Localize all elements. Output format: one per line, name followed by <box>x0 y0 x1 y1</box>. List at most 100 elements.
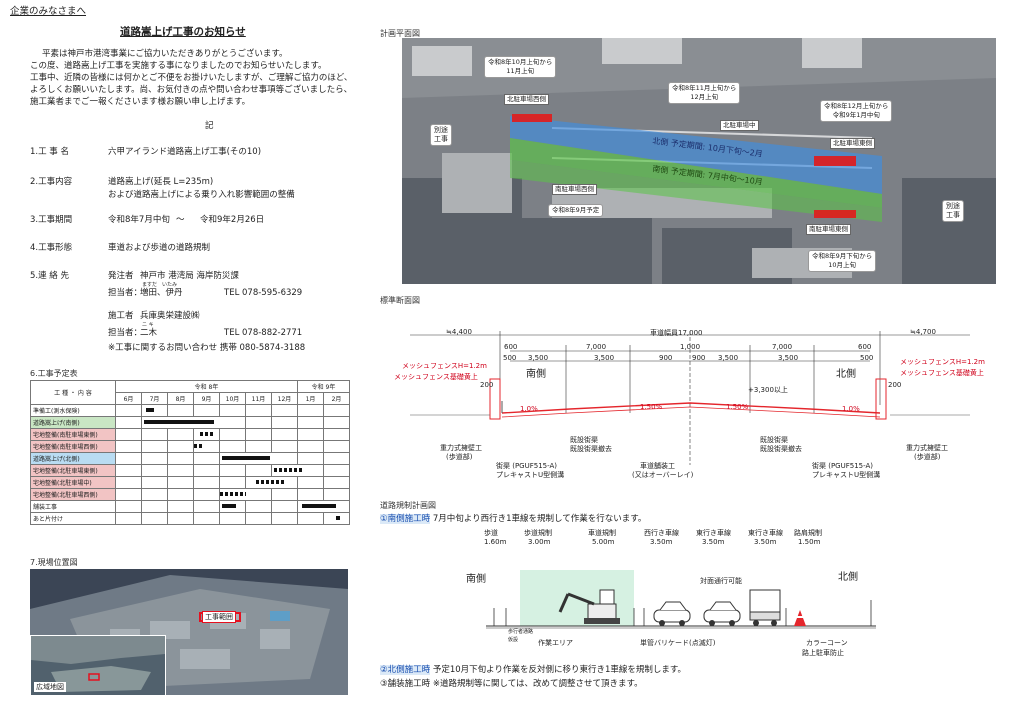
reg-step2: ②北側施工時 予定10月下旬より作業を反対側に移り東行き1車線を規制します。 <box>380 664 686 676</box>
reg-col-name: 車道規制 <box>588 529 616 537</box>
section-dim: 3,500 <box>718 354 739 362</box>
reg-barricade: 単管バリケード(点滅灯) <box>640 639 716 647</box>
reg-col-width: 3.50m <box>754 538 777 546</box>
schedule-row-label: 準備工(測水保険) <box>30 404 116 417</box>
plan-label-d: 令和8年9月予定 <box>548 204 604 217</box>
item-period-label: 3.工事期間 <box>30 215 73 225</box>
ki-label: 記 <box>205 121 214 131</box>
wide-map-label: 広域地図 <box>34 682 66 692</box>
slope-3: 1.50% <box>726 403 749 411</box>
section-north: 北側 <box>836 369 856 380</box>
reg-col-name: 歩道規制 <box>524 529 552 537</box>
plan-separate-left: 別途 工事 <box>430 124 452 146</box>
reg-traffic: 対面通行可能 <box>700 577 742 585</box>
schedule-month: 1月 <box>297 392 324 405</box>
section-dim: 900 <box>692 354 706 362</box>
schedule-table-wrap: 工 種 ・ 内 容 令和 8年 令和 9年 6月 7月 8月 9月 10月 11… <box>30 380 350 525</box>
wall-left-1: 重力式擁壁工 <box>440 444 482 452</box>
person-value-2: 二木 <box>140 328 158 338</box>
section-dim: 1,000 <box>680 343 701 351</box>
reg-col-name: 西行き車線 <box>644 529 679 537</box>
gutter-right-2: プレキャストU型側溝 <box>812 471 881 479</box>
wall-right-1: 重力式擁壁工 <box>906 444 948 452</box>
schedule-month: 6月 <box>115 392 142 405</box>
person-ruby-2: ニ キ <box>142 322 154 328</box>
schedule-col-header: 工 種 ・ 内 容 <box>30 380 116 405</box>
section-dim: 200 <box>888 381 902 389</box>
reg-side-b: 仮設 <box>508 637 519 643</box>
schedule-bar <box>274 468 304 472</box>
pave-1: 車道舗装工 <box>640 462 675 470</box>
reg-col-name: 東行き車線 <box>696 529 731 537</box>
item-content-value2: および道路嵩上げによる乗り入れ影響範囲の整備 <box>108 190 295 200</box>
item-content-value1: 道路嵩上げ(延長 L=235m) <box>108 177 214 187</box>
schedule-month: 2月 <box>323 392 350 405</box>
schedule-month: 7月 <box>141 392 168 405</box>
curb-left-2: 既設街渠撤去 <box>570 445 612 453</box>
section-drawing: 車道幅員17,000 ≒4,400 ≒4,700 7,000 1,000 7,0… <box>380 305 996 495</box>
reg-diagram: 南側 北側 対面通行可能 作業エリア 単管バリケード(点滅灯) カラーコーン 路… <box>466 550 886 660</box>
section-dim: 3,500 <box>778 354 799 362</box>
reg-north: 北側 <box>838 572 858 583</box>
plan-north-mid: 北駐車場中 <box>720 120 759 131</box>
reg-title: 道路規制計画図 <box>380 501 436 510</box>
fence-base-right: メッシュフェンス基礎黄上 <box>900 369 984 377</box>
reg-work-area: 作業エリア <box>538 639 573 647</box>
tel-2: TEL 078-882-2771 <box>224 328 303 338</box>
reg-south: 南側 <box>466 574 486 585</box>
schedule-month: 8月 <box>167 392 194 405</box>
plan-aerial-svg <box>402 38 996 284</box>
schedule-row-label: 宅地整備(北駐車場西側) <box>30 488 116 501</box>
site-range-label: 工事範囲 <box>202 611 236 623</box>
schedule-bar <box>146 408 154 412</box>
site-title: 7.現場位置図 <box>30 558 78 567</box>
person-label-2: 担当者： <box>108 328 143 338</box>
plan-label-b: 令和8年11月上旬から 12月上旬 <box>668 82 741 104</box>
header-link[interactable]: 企業のみなさまへ <box>10 6 87 17</box>
reg-col-name: 東行き車線 <box>748 529 783 537</box>
person-value-1: 増田、伊丹 <box>140 288 183 298</box>
plan-south-west: 南駐車場西側 <box>552 184 597 195</box>
section-width-total: 車道幅員17,000 <box>650 329 703 337</box>
schedule-month: 11月 <box>245 392 272 405</box>
reg-cone2: 路上駐車防止 <box>802 649 844 657</box>
reg-col-width: 1.60m <box>484 538 507 546</box>
item-form-label: 4.工事形態 <box>30 243 73 253</box>
section-title: 標準断面図 <box>380 296 420 305</box>
inquiry-text: ※工事に関するお問い合わせ 携帯 080-5874-3188 <box>108 343 306 353</box>
section-dim: 3,500 <box>594 354 615 362</box>
intro-line: よろしくお願いいたします。尚、お気付きの点や問い合わせ事項等ございましたら、 <box>30 85 353 95</box>
schedule-bar <box>222 504 236 508</box>
wide-map-inset: 広域地図 <box>30 635 166 695</box>
schedule-month: 10月 <box>219 392 246 405</box>
schedule-year-2: 令和 9年 <box>297 380 350 393</box>
plan-south-east: 南駐車場東側 <box>806 224 851 235</box>
slope-2: 1.50% <box>640 403 663 411</box>
slope-4: 1.0% <box>842 405 860 413</box>
schedule-bar <box>302 504 336 508</box>
reg-col-name: 歩道 <box>484 529 498 537</box>
reg-step3: ③舗装施工時 ※道路規制等に関しては、改めて調整させて頂きます。 <box>380 678 643 690</box>
gutter-left-2: プレキャストU型側溝 <box>496 471 565 479</box>
reg-diagram-svg <box>486 570 876 629</box>
schedule-bar <box>200 432 214 436</box>
schedule-bar <box>194 444 204 448</box>
page-title: 道路嵩上げ工事のお知らせ <box>120 26 246 38</box>
person-label-1: 担当者： <box>108 288 143 298</box>
section-dim: 7,000 <box>586 343 607 351</box>
section-dim: 200 <box>480 381 494 389</box>
tel-1: TEL 078-595-6329 <box>224 288 303 298</box>
reg-col-width: 3.50m <box>650 538 673 546</box>
schedule-bar <box>222 456 270 460</box>
section-dim: 600 <box>858 343 872 351</box>
site-map-image: 工事範囲 広域地図 <box>30 569 348 695</box>
orderer-label: 発注者 <box>108 271 134 281</box>
plan-north-east: 北駐車場東側 <box>830 138 875 149</box>
truck-icon <box>749 589 781 626</box>
schedule-row-label: 宅地整備(南駐車場西側) <box>30 440 116 453</box>
section-dim: 600 <box>504 343 518 351</box>
wide-map-svg <box>31 636 165 695</box>
item-name-label: 1.工 事 名 <box>30 147 70 157</box>
intro-line: 施工業者までご一報くださいます様お願い申し上げます。 <box>30 97 251 107</box>
schedule-row-label: 宅地整備(北駐車場東側) <box>30 464 116 477</box>
